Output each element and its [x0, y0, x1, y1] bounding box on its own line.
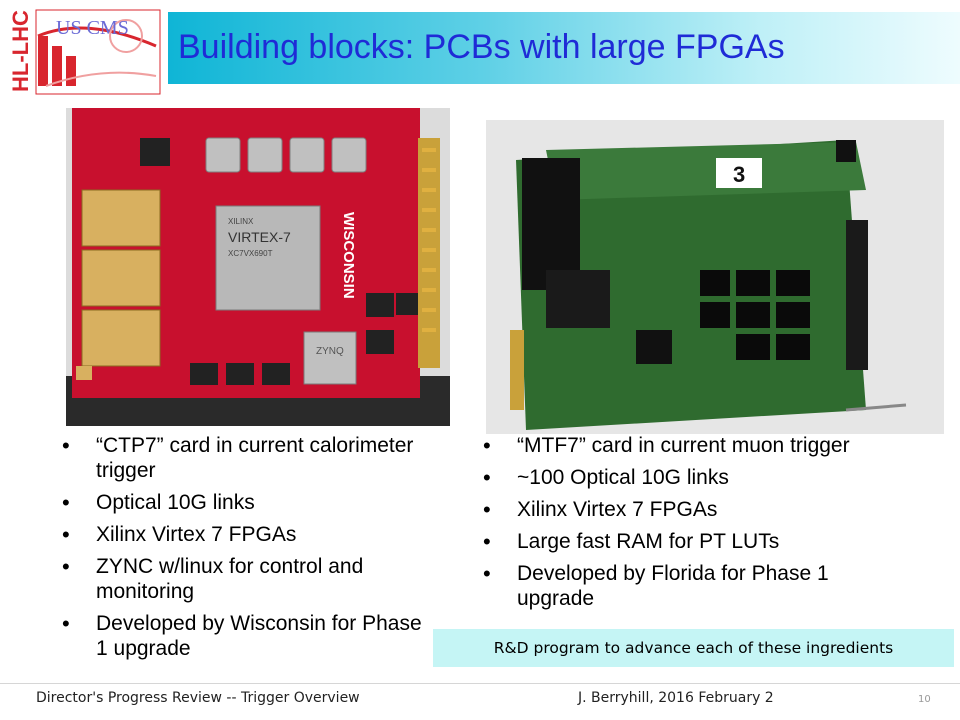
- logo-badge-text: US CMS: [56, 17, 129, 39]
- list-item: ZYNC w/linux for control and monitoring: [62, 554, 432, 604]
- footer-center-text: J. Berryhill, 2016 February 2: [578, 690, 774, 706]
- page-number: 10: [918, 694, 931, 705]
- list-item: ~100 Optical 10G links: [483, 465, 903, 490]
- ctp7-board-photo: XILINX VIRTEX-7 XC7VX690T WISCONSIN ZYNQ: [66, 108, 450, 426]
- left-chip-part: XC7VX690T: [228, 249, 273, 258]
- ctp7-bullet-list: “CTP7” card in current calorimeter trigg…: [62, 433, 432, 668]
- mtf7-board-photo: 3: [486, 120, 944, 434]
- left-zynq-label: ZYNQ: [316, 346, 344, 357]
- left-board-text: WISCONSIN: [340, 212, 357, 299]
- list-item: Xilinx Virtex 7 FPGAs: [62, 522, 432, 547]
- logo-side-text: HL-LHC: [8, 10, 33, 92]
- title-bar: Building blocks: PCBs with large FPGAs: [168, 12, 960, 84]
- footer-left-text: Director's Progress Review -- Trigger Ov…: [36, 690, 360, 706]
- rd-program-callout: R&D program to advance each of these ing…: [433, 629, 954, 667]
- list-item: Developed by Florida for Phase 1 upgrade: [483, 561, 903, 611]
- list-item: Xilinx Virtex 7 FPGAs: [483, 497, 903, 522]
- slide-title: Building blocks: PCBs with large FPGAs: [178, 28, 785, 66]
- hl-lhc-uscms-logo: HL-LHC US CMS: [6, 6, 164, 98]
- list-item: Large fast RAM for PT LUTs: [483, 529, 903, 554]
- list-item: “MTF7” card in current muon trigger: [483, 433, 903, 458]
- left-chip-brand: XILINX: [228, 217, 254, 226]
- right-card-number: 3: [733, 162, 745, 187]
- left-chip-name: VIRTEX-7: [228, 229, 291, 245]
- list-item: “CTP7” card in current calorimeter trigg…: [62, 433, 432, 483]
- footer-divider: [0, 683, 960, 684]
- list-item: Developed by Wisconsin for Phase 1 upgra…: [62, 611, 432, 661]
- mtf7-bullet-list: “MTF7” card in current muon trigger ~100…: [483, 433, 903, 618]
- list-item: Optical 10G links: [62, 490, 432, 515]
